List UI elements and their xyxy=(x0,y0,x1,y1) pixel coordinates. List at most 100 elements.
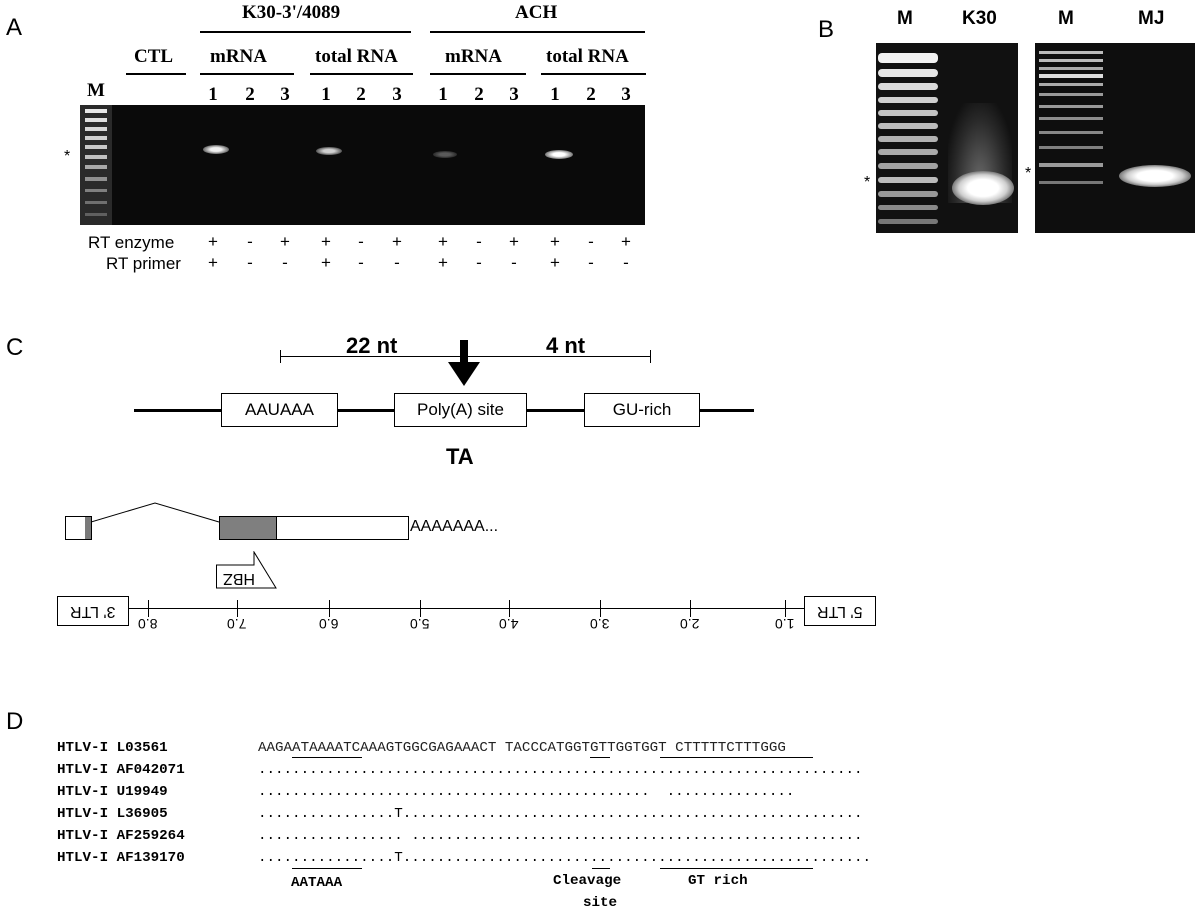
sub-label-mrna-1: mRNA xyxy=(210,46,267,67)
lane-number: 3 xyxy=(509,84,519,105)
lane-number: 2 xyxy=(474,84,484,105)
rt-primer-sign: - xyxy=(476,253,482,272)
group-underline-ach xyxy=(430,31,645,33)
rt-primer-sign: - xyxy=(247,253,253,272)
rt-enzyme-sign: + xyxy=(550,232,560,251)
gel-band xyxy=(203,145,229,154)
box-aauaaa-label: AAUAAA xyxy=(245,400,314,419)
gel-image-b2 xyxy=(1035,43,1195,233)
panel-label-b: B xyxy=(818,16,835,43)
rt-primer-sign: + xyxy=(208,253,218,272)
seq-text: ........................................… xyxy=(258,762,863,778)
axis-tick-label: 1.0 xyxy=(775,616,795,632)
seq-name: HTLV-I L03561 xyxy=(57,740,168,756)
distance-label-4nt: 4 nt xyxy=(546,333,586,358)
box-gu-rich: GU-rich xyxy=(584,393,700,427)
annot-line-aataaa xyxy=(292,868,362,869)
hbz-label: HBZ xyxy=(223,570,255,587)
axis-tick-label: 2.0 xyxy=(680,616,700,632)
group-underline-k30 xyxy=(200,31,411,33)
gel-band xyxy=(545,150,573,159)
cleavage-arrow-icon xyxy=(448,340,480,386)
rt-primer-sign: - xyxy=(623,253,629,272)
group-label-ach: ACH xyxy=(515,2,558,23)
genome-axis-line xyxy=(129,608,804,609)
lane-numbers: 1 2 3 1 2 3 1 2 3 1 2 3 xyxy=(0,84,700,108)
box-polya-site: Poly(A) site xyxy=(394,393,527,427)
rt-primer-sign: + xyxy=(550,253,560,272)
lane-label-mj: MJ xyxy=(1138,8,1165,29)
box-gurich-label: GU-rich xyxy=(612,400,672,419)
row-label-rt-enzyme: RT enzyme xyxy=(88,233,175,252)
lane-label-k30: K30 xyxy=(962,8,997,29)
sub-underline-mrna-1 xyxy=(200,73,294,75)
underline-gt-rich xyxy=(660,757,813,758)
rt-primer-sign: - xyxy=(282,253,288,272)
asterisk-a: * xyxy=(64,148,71,165)
axis-tick-label: 7.0 xyxy=(227,616,247,632)
seq-name: HTLV-I AF259264 xyxy=(57,828,185,844)
exon-2 xyxy=(219,516,409,540)
row-label-rt-primer: RT primer xyxy=(106,254,181,273)
rt-primer-sign: + xyxy=(438,253,448,272)
rt-enzyme-sign: + xyxy=(621,232,631,251)
seq-text: ........................................… xyxy=(258,784,795,800)
lane-number: 3 xyxy=(280,84,290,105)
rt-enzyme-sign: - xyxy=(358,232,364,251)
hbz-coding-region xyxy=(220,517,277,539)
panel-label-a: A xyxy=(6,14,23,41)
lane-number: 2 xyxy=(586,84,596,105)
rt-enzyme-signs: + - + + - + + - + + - + xyxy=(0,232,700,254)
sub-underline-total-2 xyxy=(541,73,646,75)
lane-number: 2 xyxy=(356,84,366,105)
axis-tick-label: 4.0 xyxy=(499,616,519,632)
lane-label-m2: M xyxy=(1058,8,1074,29)
rt-primer-sign: - xyxy=(358,253,364,272)
seq-text: ................. ......................… xyxy=(258,828,863,844)
polya-tail: AAAAAAA... xyxy=(410,518,499,535)
rt-primer-signs: + - - + - - + - - + - - xyxy=(0,253,700,275)
sub-label-total-2: total RNA xyxy=(546,46,629,67)
rt-primer-sign: + xyxy=(321,253,331,272)
annot-label-gt-rich: GT rich xyxy=(688,873,748,889)
gel-band-mj xyxy=(1119,165,1191,187)
sub-underline-mrna-2 xyxy=(430,73,526,75)
seq-text: ................T.......................… xyxy=(258,806,863,822)
axis-tick-label: 6.0 xyxy=(319,616,339,632)
seq-text: AAGAATAAAATCAAAGTGGCGAGAAACT TACCCATGGTG… xyxy=(258,740,786,756)
annot-label-cleavage: Cleavage xyxy=(553,873,622,889)
distance-label-22nt: 22 nt xyxy=(346,333,398,358)
lane-number: 3 xyxy=(392,84,402,105)
panel-label-c: C xyxy=(6,334,24,361)
rt-primer-sign: - xyxy=(511,253,517,272)
axis-tick-label: 3.0 xyxy=(590,616,610,632)
gel-band xyxy=(433,151,457,158)
axis-tick-label: 8.0 xyxy=(138,616,158,632)
ltr3-box: 3' LTR xyxy=(57,596,129,626)
seq-text: ................T.......................… xyxy=(258,850,871,866)
sub-label-mrna-2: mRNA xyxy=(445,46,502,67)
asterisk-b2: * xyxy=(1025,165,1032,182)
rt-enzyme-sign: - xyxy=(588,232,594,251)
rt-primer-sign: - xyxy=(588,253,594,272)
axis-tick-label: 5.0 xyxy=(410,616,430,632)
annot-label-aataaa: AATAAA xyxy=(291,875,343,891)
sub-label-total-1: total RNA xyxy=(315,46,398,67)
marker-ladder-b2 xyxy=(1039,43,1103,233)
gel-image-b1 xyxy=(876,43,1018,233)
box-aauaaa: AAUAAA xyxy=(221,393,338,427)
gel-band-k30 xyxy=(952,171,1014,205)
seq-name: HTLV-I AF139170 xyxy=(57,850,185,866)
genome-axis-ticks: 8.0 7.0 6.0 5.0 4.0 3.0 2.0 1.0 xyxy=(0,600,900,640)
lane-number: 1 xyxy=(321,84,331,105)
lane-number: 2 xyxy=(245,84,255,105)
lane-number: 1 xyxy=(208,84,218,105)
marker-ladder-b1 xyxy=(878,43,938,233)
lane-number: 3 xyxy=(621,84,631,105)
rt-enzyme-sign: - xyxy=(247,232,253,251)
sub-underline-total-1 xyxy=(310,73,413,75)
seq-name: HTLV-I U19949 xyxy=(57,784,168,800)
intron-line xyxy=(91,502,220,523)
seq-name: HTLV-I L36905 xyxy=(57,806,168,822)
lane-number: 1 xyxy=(550,84,560,105)
